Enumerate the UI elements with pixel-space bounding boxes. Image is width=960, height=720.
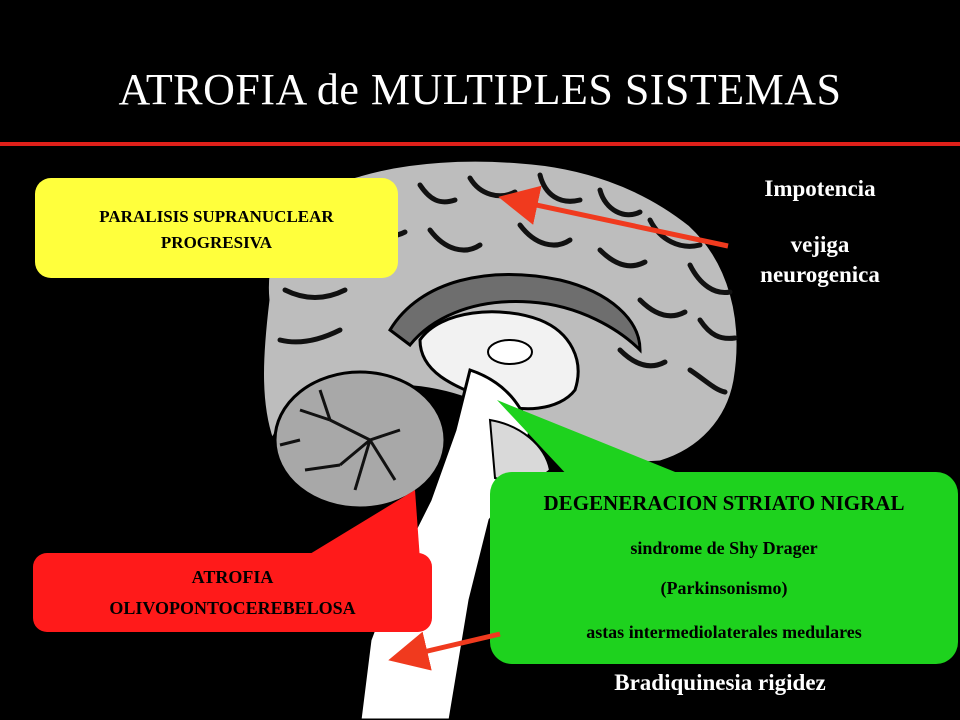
psp-label: PARALISIS SUPRANUCLEAR PROGRESIVA — [35, 204, 398, 256]
title-rule — [0, 142, 960, 146]
shy-drager-label: sindrome de Shy Drager — [630, 538, 818, 558]
third-ventricle — [487, 339, 533, 365]
vejiga-line-2: neurogenica — [760, 262, 880, 287]
opca-line-2: OLIVOPONTOCEREBELOSA — [109, 598, 356, 618]
sn-pointer — [497, 400, 690, 478]
opca-label: ATROFIA OLIVOPONTOCEREBELOSA — [33, 562, 432, 624]
sn-box — [490, 472, 958, 664]
cerebellum — [273, 370, 447, 510]
bradiquinesia-label: Bradiquinesia rigidez — [614, 670, 826, 695]
autonomic-arrow — [498, 185, 729, 249]
psp-box — [35, 178, 398, 278]
cerebellum-arbor — [279, 389, 401, 491]
vejiga-label: vejiga neurogenica — [712, 230, 928, 290]
opca-pointer — [300, 490, 420, 560]
psp-line-2: PROGRESIVA — [160, 233, 273, 252]
parkinsonismo-label: (Parkinsonismo) — [660, 578, 788, 598]
spinal-arrow — [388, 631, 501, 671]
impotencia-label: Impotencia — [764, 176, 876, 201]
astas-label: astas intermediolaterales medulares — [586, 622, 862, 642]
opca-line-1: ATROFIA — [191, 567, 274, 587]
corpus-callosum — [388, 272, 642, 354]
psp-line-1: PARALISIS SUPRANUCLEAR — [99, 207, 334, 226]
sn-heading: DEGENERACION STRIATO NIGRAL — [543, 491, 905, 515]
slide-title: ATROFIA de MULTIPLES SISTEMAS — [118, 65, 842, 114]
opca-box — [33, 553, 432, 632]
vejiga-line-1: vejiga — [790, 232, 850, 257]
